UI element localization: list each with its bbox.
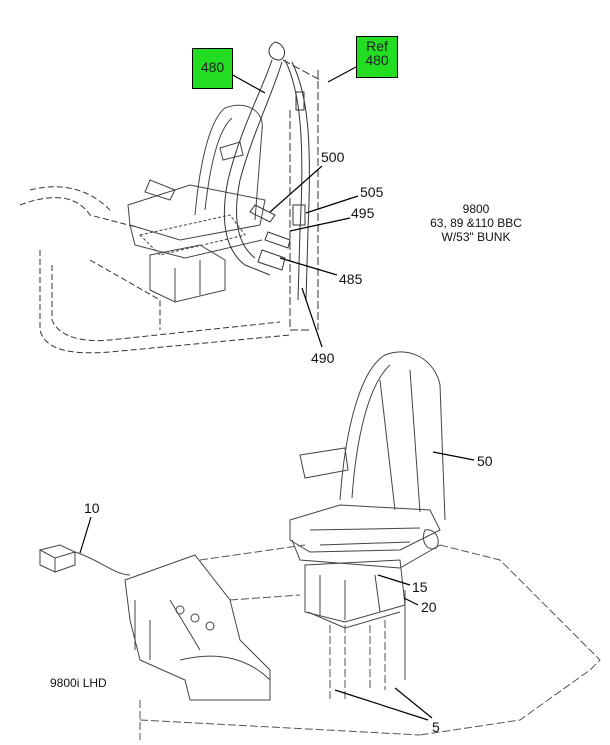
upper-application-note: 9800 63, 89 &110 BBC W/53" BUNK bbox=[416, 202, 536, 244]
upper-seat bbox=[127, 104, 266, 303]
cab-pillar bbox=[282, 59, 321, 331]
leader-lines bbox=[79, 66, 475, 721]
callout-480-highlight[interactable]: 480 bbox=[192, 48, 233, 89]
lower-model-note: 9800i LHD bbox=[50, 676, 107, 690]
lower-floor-dashed bbox=[139, 544, 601, 740]
callout-10[interactable]: 10 bbox=[84, 500, 100, 516]
lower-seat bbox=[289, 351, 446, 680]
callout-490[interactable]: 490 bbox=[311, 350, 335, 366]
callout-500[interactable]: 500 bbox=[321, 149, 345, 165]
callout-ref-word: Ref bbox=[366, 38, 388, 54]
callout-495[interactable]: 495 bbox=[351, 205, 375, 221]
callout-label: 480 bbox=[365, 52, 389, 68]
callout-5[interactable]: 5 bbox=[432, 719, 440, 735]
callout-label: 480 bbox=[200, 59, 225, 75]
model-text: 9800 bbox=[462, 202, 490, 216]
lower-floor bbox=[38, 544, 271, 701]
bbc-text: 63, 89 &110 BBC bbox=[430, 216, 522, 230]
bunk-text: W/53" BUNK bbox=[441, 230, 511, 244]
callout-15[interactable]: 15 bbox=[412, 579, 428, 595]
callout-ref-480-highlight[interactable]: Ref 480 bbox=[356, 36, 398, 78]
upper-cab-floor bbox=[19, 186, 291, 354]
callout-485[interactable]: 485 bbox=[339, 271, 363, 287]
callout-50[interactable]: 50 bbox=[477, 453, 493, 469]
callout-505[interactable]: 505 bbox=[360, 184, 384, 200]
seat-belt-assembly bbox=[223, 41, 310, 301]
callout-20[interactable]: 20 bbox=[421, 599, 437, 615]
